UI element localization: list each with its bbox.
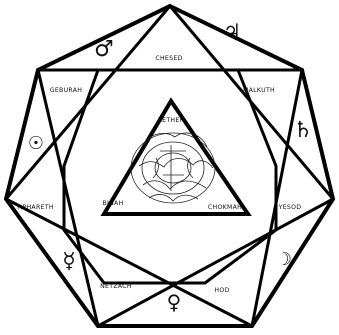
label-yesod: YESOD [278, 204, 302, 211]
label-netzach: NETZACH [100, 283, 132, 290]
label-kether: KETHER [158, 117, 185, 124]
seal-inner-ring [155, 153, 191, 183]
mercury-symbol-icon: ☿ [62, 249, 76, 274]
label-chokmah: CHOKMAH [208, 204, 242, 211]
jupiter-symbol-icon: ♃ [223, 19, 241, 43]
saturn-symbol-icon: ♄ [293, 118, 313, 143]
label-geburah: GEBURAH [50, 87, 83, 94]
mars-symbol-icon: ♂ [94, 37, 114, 62]
label-chesed: CHESED [155, 55, 182, 62]
label-tiphareth: TIPHARETH [15, 204, 54, 211]
label-malkuth: MALKUTH [243, 87, 275, 94]
seal-outer-ring [131, 133, 215, 203]
venus-symbol-icon: ♀ [167, 290, 182, 314]
label-hod: HOD [214, 287, 229, 294]
moon-symbol-icon: ☽ [276, 249, 292, 270]
sun-symbol-icon: ☉ [28, 133, 44, 154]
central-seal [131, 133, 215, 203]
label-binah: BINAH [102, 200, 123, 207]
